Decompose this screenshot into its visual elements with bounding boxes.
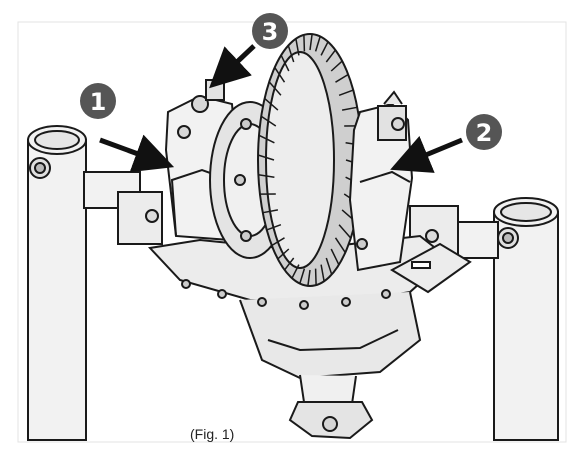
gear-tooth	[325, 257, 333, 275]
callout-3-label: 3	[262, 18, 279, 46]
callout-1-label: 1	[90, 88, 107, 116]
gear-tooth	[330, 60, 343, 72]
gear-tooth	[335, 73, 349, 83]
figure-caption: (Fig. 1)	[190, 426, 235, 442]
gear-tooth	[303, 34, 306, 52]
gear-tooth	[277, 248, 290, 260]
callout-3: 3	[209, 13, 288, 89]
gear-tooth	[287, 45, 295, 63]
gear-tooth	[314, 36, 321, 52]
gear-tooth	[262, 209, 279, 214]
callout-1: 1	[80, 83, 175, 173]
gear-tooth	[280, 54, 290, 72]
gear-tooth	[266, 223, 282, 231]
gear-tooth	[338, 89, 354, 97]
callout-2: 2	[390, 114, 502, 173]
gear-tooth	[309, 34, 313, 51]
gear-tooth	[291, 264, 300, 279]
gear-tooth	[341, 106, 358, 111]
right-support-stand	[409, 197, 559, 441]
gear-tooth	[330, 248, 340, 266]
gear-tooth	[258, 134, 275, 144]
callout-1-arrow	[99, 134, 175, 173]
gear-tooth	[274, 66, 286, 83]
gear-tooth	[299, 268, 306, 284]
callout-2-arrow	[390, 135, 463, 173]
gear-tooth	[325, 49, 336, 63]
gear-tooth	[258, 173, 275, 178]
gear-tooth	[268, 81, 282, 96]
gear-tooth	[307, 269, 311, 286]
gear-tooth	[264, 97, 279, 111]
gear-tooth	[257, 154, 275, 161]
gear-tooth	[271, 237, 285, 247]
ring-gear	[257, 33, 363, 287]
gear-tooth	[295, 38, 300, 56]
left-support-stand	[27, 125, 163, 441]
gear-tooth	[338, 224, 352, 239]
gear-tooth	[334, 237, 346, 254]
gear-tooth	[320, 264, 325, 282]
gear-tooth	[260, 115, 277, 127]
gear-tooth	[284, 257, 295, 271]
right-bearing-cap	[348, 90, 414, 272]
gear-tooth	[314, 268, 317, 286]
callout-2-label: 2	[476, 119, 493, 147]
callout-3-arrow	[209, 44, 256, 89]
mounting-bracket	[389, 242, 472, 294]
gear-tooth	[320, 41, 329, 56]
